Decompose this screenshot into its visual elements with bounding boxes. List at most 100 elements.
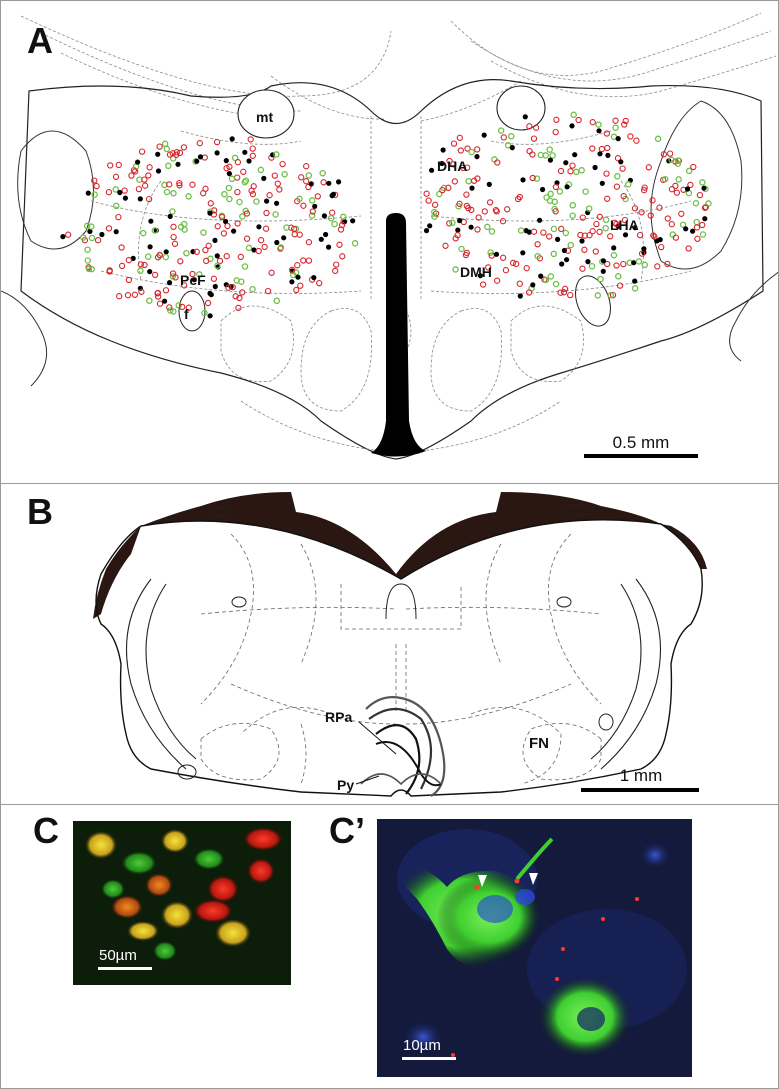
right-fornix-outline	[569, 271, 617, 331]
brainstem-outline	[96, 520, 702, 796]
label-fn: FN	[529, 735, 549, 752]
black-cell-marker	[683, 226, 688, 231]
red-cell-marker	[673, 235, 678, 240]
green-cell-marker	[656, 136, 661, 141]
red-cell-marker	[298, 283, 303, 288]
red-cell-marker	[495, 278, 500, 283]
black-cell-marker	[487, 182, 492, 187]
black-cell-marker	[555, 237, 560, 242]
red-cell-marker	[157, 301, 162, 306]
black-cell-marker	[256, 224, 261, 229]
red-cell-marker	[559, 226, 564, 231]
red-cell-marker	[541, 230, 546, 235]
red-cell-marker	[116, 162, 121, 167]
red-cell-marker	[457, 135, 462, 140]
scale-label-a: 0.5 mm	[613, 433, 670, 452]
red-cell-marker	[267, 193, 272, 198]
red-cell-marker	[527, 290, 532, 295]
green-cell-marker	[306, 173, 311, 178]
red-cell-marker	[140, 149, 145, 154]
red-cell-marker	[106, 226, 111, 231]
red-cell-marker	[272, 173, 277, 178]
red-cell-marker	[632, 206, 637, 211]
black-cell-marker	[605, 153, 610, 158]
cell-markers	[60, 112, 711, 318]
red-cell-marker	[163, 288, 168, 293]
red-cell-marker	[510, 260, 515, 265]
black-cell-marker	[469, 186, 474, 191]
red-cell-marker	[517, 281, 522, 286]
green-cell-marker	[226, 185, 231, 190]
black-cell-marker	[658, 237, 663, 242]
red-cell-marker	[505, 207, 510, 212]
red-cell-marker	[235, 175, 240, 180]
label-dha: DHA	[437, 158, 467, 174]
black-cell-marker	[311, 275, 316, 280]
black-cell-marker	[114, 229, 119, 234]
red-cell-marker	[317, 281, 322, 286]
red-cell-marker	[503, 268, 508, 273]
red-cell-marker	[117, 294, 122, 299]
red-cell-marker	[92, 178, 97, 183]
green-cell-marker	[453, 267, 458, 272]
right-small-nucleus	[557, 597, 571, 607]
red-cell-marker	[605, 196, 610, 201]
dashed-contours-top	[21, 13, 776, 121]
green-cell-marker	[615, 174, 620, 179]
red-cell-marker	[304, 164, 309, 169]
green-cell-marker	[201, 230, 206, 235]
black-cell-marker	[198, 154, 203, 159]
red-cell-marker	[590, 146, 595, 151]
green-cell-marker	[274, 298, 279, 303]
green-cell-marker	[229, 176, 234, 181]
black-cell-marker	[540, 187, 545, 192]
green-cell-marker	[633, 286, 638, 291]
black-cell-marker	[455, 228, 460, 233]
red-cell-marker	[147, 197, 152, 202]
green-cell-marker	[694, 220, 699, 225]
red-cell-marker	[500, 219, 505, 224]
red-cell-marker	[452, 179, 457, 184]
red-cell-marker	[235, 160, 240, 165]
black-cell-marker	[60, 234, 65, 239]
red-cell-marker	[570, 163, 575, 168]
black-cell-marker	[168, 214, 173, 219]
green-cell-marker	[164, 146, 169, 151]
scale-bar-b	[581, 788, 699, 792]
black-cell-marker	[600, 181, 605, 186]
green-cell-marker	[147, 298, 152, 303]
red-cell-marker	[245, 236, 250, 241]
black-cell-marker	[138, 286, 143, 291]
green-cell-marker	[574, 169, 579, 174]
red-cell-marker	[580, 215, 585, 220]
black-cell-marker	[601, 269, 606, 274]
green-cell-marker	[170, 209, 175, 214]
black-cell-marker	[123, 196, 128, 201]
right-lobe	[651, 101, 742, 269]
black-cell-marker	[208, 313, 213, 318]
black-cell-marker	[207, 211, 212, 216]
green-cell-marker	[246, 245, 251, 250]
red-cell-marker	[106, 190, 111, 195]
black-cell-marker	[281, 235, 286, 240]
red-cell-marker	[593, 249, 598, 254]
green-cell-marker	[138, 268, 143, 273]
green-cell-marker	[332, 222, 337, 227]
red-cell-marker	[527, 149, 532, 154]
black-cell-marker	[156, 168, 161, 173]
black-cell-marker	[520, 177, 525, 182]
green-cell-marker	[613, 125, 618, 130]
red-cell-marker	[594, 222, 599, 227]
third-ventricle	[371, 213, 426, 457]
red-cell-marker	[590, 229, 595, 234]
green-cell-marker	[547, 147, 552, 152]
right-dark-edge	[661, 524, 707, 569]
red-cell-marker	[501, 135, 506, 140]
black-cell-marker	[631, 260, 636, 265]
green-cell-marker	[579, 168, 584, 173]
black-cell-marker	[326, 181, 331, 186]
red-cell-marker	[225, 223, 230, 228]
label-dmh: DMH	[460, 264, 492, 280]
red-cell-marker	[655, 264, 660, 269]
green-cell-marker	[250, 287, 255, 292]
